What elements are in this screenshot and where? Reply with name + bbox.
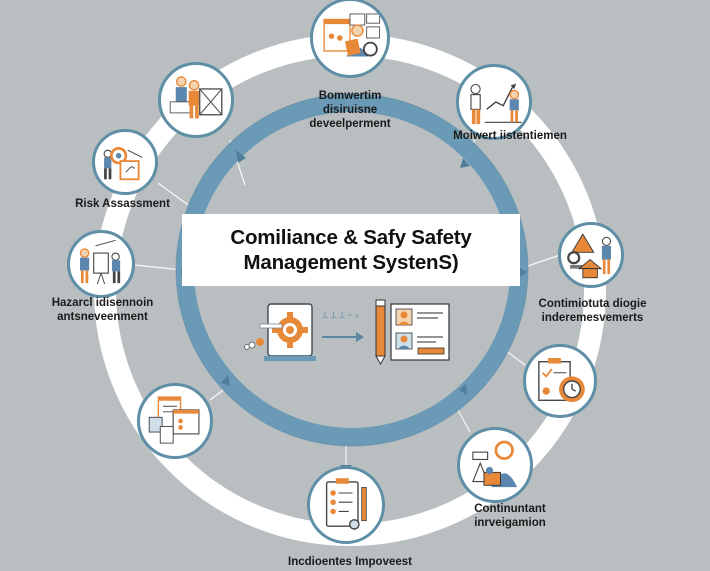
title-line-1: Comiliance & Safy Safety bbox=[230, 226, 472, 249]
svg-text:⟂ ⟂ ⟂ ~ ›: ⟂ ⟂ ⟂ ~ › bbox=[322, 310, 358, 320]
clipboard-checklist-magnifier-icon bbox=[325, 478, 367, 530]
label-bottom-right: Continuntant inrveigamion bbox=[474, 503, 546, 529]
label-top-right: Moiwert iistentiemen bbox=[453, 130, 567, 142]
center-graphic: ⟂ ⟂ ⟂ ~ › bbox=[244, 299, 450, 366]
node-top[interactable] bbox=[310, 0, 390, 78]
node-right[interactable] bbox=[558, 222, 624, 288]
right-arrow-icon bbox=[322, 332, 364, 342]
worker-gear-clipboard-icon bbox=[103, 147, 143, 181]
worker-with-documents-gear-icon bbox=[323, 13, 381, 57]
label-bottom: Incdioentes Impoveest bbox=[288, 556, 412, 568]
label-left-upper: Risk Assassment bbox=[75, 198, 170, 210]
label-right: Contimiotuta diogie inderemesvemerts bbox=[538, 298, 647, 324]
workers-with-growth-chart-icon bbox=[470, 83, 522, 125]
title-line-2: Management SystenS) bbox=[243, 251, 459, 274]
documents-and-forms-icon bbox=[148, 396, 200, 444]
label-left: Hazarcl idisennoin antsneveenment bbox=[51, 297, 154, 323]
checklist-with-clock-gear-icon bbox=[538, 358, 585, 403]
node-bottom-left[interactable] bbox=[137, 383, 213, 459]
node-bottom[interactable] bbox=[307, 466, 385, 544]
gear-on-laptop-icon bbox=[244, 303, 316, 361]
warning-sign-house-gear-worker-icon bbox=[567, 233, 612, 279]
workers-with-crate-icon bbox=[169, 76, 223, 119]
pencil-and-profile-cards-icon bbox=[375, 299, 450, 366]
node-left[interactable] bbox=[67, 230, 135, 298]
label-top: Bomwertim disiruisne deveelperment bbox=[309, 90, 391, 130]
title-band: Comiliance & Safy Safety Management Syst… bbox=[182, 214, 520, 286]
worker-with-lab-equipment-icon bbox=[472, 440, 518, 488]
workers-at-board-icon bbox=[79, 239, 121, 285]
node-bottom-right[interactable] bbox=[457, 427, 533, 503]
node-left-upper[interactable] bbox=[92, 129, 158, 195]
node-top-left[interactable] bbox=[158, 62, 234, 138]
node-top-right[interactable] bbox=[456, 64, 532, 140]
node-right-lower[interactable] bbox=[523, 344, 597, 418]
